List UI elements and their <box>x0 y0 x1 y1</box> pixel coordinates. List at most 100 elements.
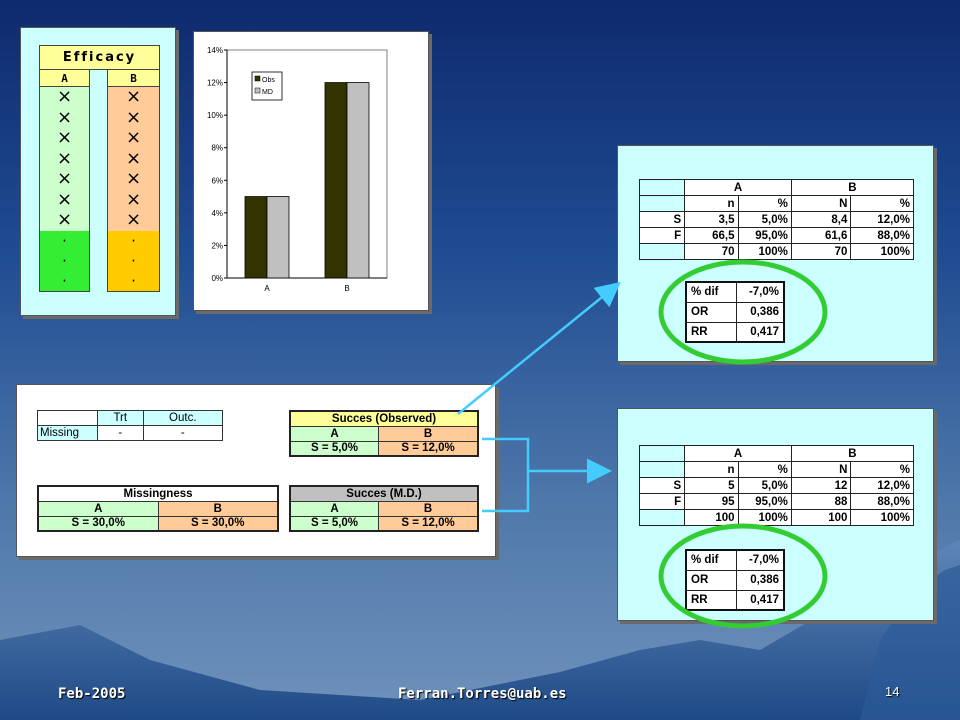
result-cell: 5,0% <box>737 211 792 228</box>
efficacy-b-x-mark: × <box>106 209 161 231</box>
missingness-value-b: S = 30,0% <box>157 515 279 532</box>
efficacy-title: Efficacy <box>38 45 161 70</box>
legend-swatch-obs <box>254 75 261 82</box>
efficacy-a-x-mark: × <box>39 209 90 231</box>
result2-col-N: N <box>790 461 852 478</box>
result-cell: 3,5 <box>684 211 739 228</box>
x-tick-label: B <box>344 284 349 293</box>
result-cell: 95,0% <box>737 493 792 510</box>
efficacy-a-x-mark: × <box>39 86 90 108</box>
missingness-col-a: A <box>37 500 159 517</box>
md-value-a: S = 5,0% <box>289 515 380 532</box>
efficacy-b-x-mark: × <box>106 168 161 190</box>
efficacy-a-x-mark: × <box>39 127 90 149</box>
efficacy-b-x-mark: × <box>106 86 161 108</box>
efficacy-b-x-mark: × <box>106 127 161 149</box>
succes-md-table: Succes (M.D.) A B S = 5,0% S = 12,0% <box>289 485 479 532</box>
result-cell: 61,6 <box>790 227 852 244</box>
result2-head-a: A <box>684 445 792 462</box>
result-cell: 70 <box>684 243 739 260</box>
result2-col-pct-b: % <box>850 461 914 478</box>
result-cell: 100% <box>850 509 914 526</box>
efficacy-col-a: A <box>39 69 90 87</box>
result2-col-pct-a: % <box>737 461 792 478</box>
footer-date: Feb-2005 <box>58 686 126 702</box>
x-tick-label: A <box>264 284 270 293</box>
trt-header: Trt <box>97 410 144 426</box>
observed-col-a: A <box>289 425 380 442</box>
result-cell: 5 <box>684 477 739 494</box>
stat-value: -7,0% <box>735 549 785 571</box>
missing-label: Missing <box>37 425 98 441</box>
efficacy-panel: Efficacy A B ××××××××××××××······ <box>20 27 176 316</box>
observed-col-b: B <box>378 425 479 442</box>
result-row-label: F <box>638 493 686 510</box>
result2-col-n: n <box>684 461 739 478</box>
md-col-a: A <box>289 500 380 517</box>
observed-title: Succes (Observed) <box>289 410 479 427</box>
y-tick-label: 12% <box>207 79 223 88</box>
observed-value-b: S = 12,0% <box>378 440 479 457</box>
result-cell: 12,0% <box>850 211 914 228</box>
result-cell: 12,0% <box>850 477 914 494</box>
legend-swatch-md <box>254 87 261 94</box>
md-title: Succes (M.D.) <box>289 485 479 502</box>
result-row-label <box>638 509 686 526</box>
result-row-label: S <box>638 477 686 494</box>
outc-missing-value: - <box>142 425 224 441</box>
stat-label: RR <box>685 589 737 611</box>
efficacy-a-x-mark: × <box>39 189 90 210</box>
result-cell: 100% <box>737 243 792 260</box>
result-cell: 8,4 <box>790 211 852 228</box>
stat-value: -7,0% <box>735 281 785 303</box>
result-cell: 5,0% <box>737 477 792 494</box>
result-cell: 88,0% <box>850 227 914 244</box>
bar-md-b <box>346 82 370 279</box>
trt-missing-value: - <box>97 425 144 441</box>
missingness-title: Missingness <box>37 485 279 502</box>
result-row-label <box>638 243 686 260</box>
stat-label: OR <box>685 301 737 323</box>
result-cell: 100 <box>790 509 852 526</box>
bar-obs-b <box>324 82 348 279</box>
y-tick-label: 2% <box>211 241 223 250</box>
result-cell: 95 <box>684 493 739 510</box>
missingness-table: Missingness A B S = 30,0% S = 30,0% <box>37 485 279 532</box>
efficacy-col-b: B <box>106 69 161 87</box>
y-tick-label: 6% <box>211 176 223 185</box>
result-cell: 100 <box>684 509 739 526</box>
footer-email: Ferran.Torres@uab.es <box>398 686 567 702</box>
legend-label-md: MD <box>262 89 273 96</box>
result-cell: 88,0% <box>850 493 914 510</box>
result-cell: 95,0% <box>737 227 792 244</box>
y-tick-label: 4% <box>211 209 223 218</box>
stat-value: 0,417 <box>735 321 785 343</box>
stat-value: 0,417 <box>735 589 785 611</box>
efficacy-a-dot: · <box>39 250 90 271</box>
result-cell: 100% <box>737 509 792 526</box>
result-row-label: S <box>638 211 686 228</box>
bar-md-a <box>266 196 290 279</box>
efficacy-b-x-mark: × <box>106 107 161 128</box>
result-cell: 88 <box>790 493 852 510</box>
stat-value: 0,386 <box>735 301 785 323</box>
efficacy-b-dot: · <box>106 270 161 292</box>
y-tick-label: 8% <box>211 144 223 153</box>
stat-value: 0,386 <box>735 569 785 591</box>
result-cell: 100% <box>850 243 914 260</box>
summary-panel: Trt Outc. Missing - - Succes (Observed) … <box>16 384 496 557</box>
md-col-b: B <box>378 500 479 517</box>
stat-label: % dif <box>685 549 737 571</box>
stat-label: OR <box>685 569 737 591</box>
efficacy-b-x-mark: × <box>106 189 161 210</box>
y-tick-label: 10% <box>207 111 223 120</box>
